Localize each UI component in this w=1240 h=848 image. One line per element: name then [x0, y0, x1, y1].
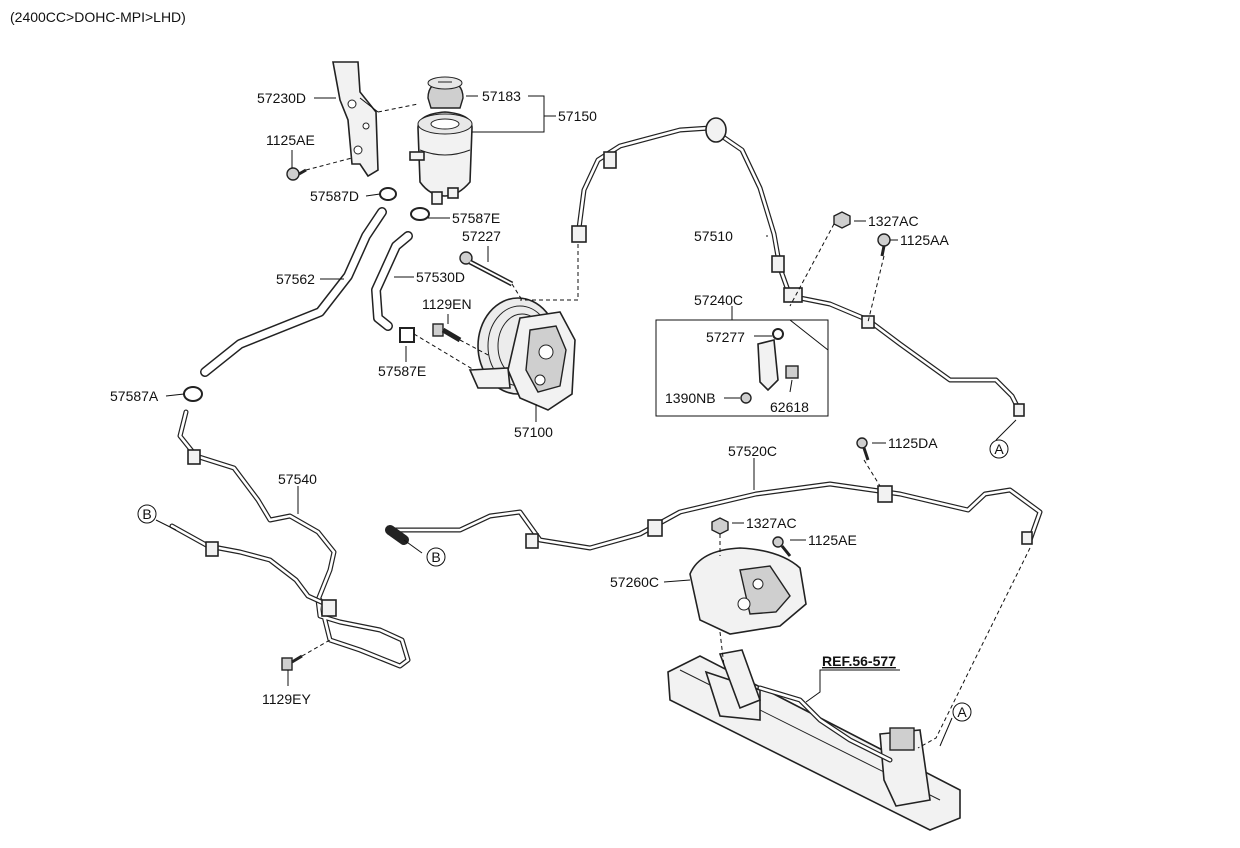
label-57587E-upper: 57587E	[452, 210, 500, 226]
label-1327AC-lower: 1327AC	[746, 515, 797, 531]
power-steering-pump	[468, 297, 576, 411]
label-1125DA: 1125DA	[888, 435, 938, 451]
label-57183: 57183	[482, 88, 521, 104]
label-57240C: 57240C	[694, 292, 743, 308]
label-57587D: 57587D	[310, 188, 359, 204]
bracket-kit-57240C-box	[655, 319, 829, 417]
label-57260C: 57260C	[610, 574, 659, 590]
pressure-pipe-to-A	[783, 287, 1025, 417]
label-57540: 57540	[278, 471, 317, 487]
steering-gear-rack	[667, 649, 961, 831]
label-57562: 57562	[276, 271, 315, 287]
clamp-57587D	[379, 187, 397, 201]
marker-B-center-label: B	[431, 549, 440, 565]
marker-A-upper-label: A	[994, 441, 1004, 457]
marker-B-center	[426, 547, 446, 567]
bolt-57227	[459, 251, 514, 287]
power-steering-reservoir	[409, 111, 473, 205]
bolt-1125AA	[877, 233, 891, 257]
pressure-hose-57510	[571, 117, 793, 299]
label-57150: 57150	[558, 108, 597, 124]
return-hose-57562	[200, 207, 387, 377]
label-1129EN: 1129EN	[422, 296, 472, 312]
label-1129EY: 1129EY	[262, 691, 311, 707]
label-57277: 57277	[706, 329, 745, 345]
marker-A-upper	[989, 439, 1009, 459]
marker-A-lower-label: A	[957, 704, 967, 720]
clamp-57587E-lower	[399, 327, 415, 343]
label-1125AE-upper: 1125AE	[266, 132, 315, 148]
return-pipe-57520C	[385, 481, 1043, 551]
reservoir-bracket	[332, 61, 379, 178]
reservoir-cap	[427, 76, 464, 109]
suction-hose-57530D	[371, 231, 413, 331]
marker-B-left-label: B	[142, 506, 151, 522]
bracket-kit-parts	[740, 328, 799, 404]
bolt-1125AE	[286, 167, 307, 181]
bolt-1129EN	[432, 323, 462, 343]
label-57227: 57227	[462, 228, 501, 244]
label-57100: 57100	[514, 424, 553, 440]
bolt-1125DA	[856, 437, 870, 461]
label-57587E-lower: 57587E	[378, 363, 426, 379]
bolt-1125AE-lower	[772, 536, 792, 557]
nut-1327AC-upper	[833, 211, 851, 229]
reference-link-56-577[interactable]: REF.56-577	[822, 653, 896, 669]
marker-A-lower	[952, 702, 972, 722]
label-57520C: 57520C	[728, 443, 777, 459]
label-57530D: 57530D	[416, 269, 465, 285]
label-57510: 57510	[694, 228, 733, 244]
label-57230D: 57230D	[257, 90, 306, 106]
return-pipe-57540	[169, 409, 411, 669]
label-1390NB: 1390NB	[665, 390, 716, 406]
label-62618: 62618	[770, 399, 809, 415]
label-1327AC-upper: 1327AC	[868, 213, 919, 229]
label-1125AA: 1125AA	[900, 232, 949, 248]
steering-cooler-57260C	[689, 547, 807, 635]
engine-spec-header: (2400CC>DOHC-MPI>LHD)	[10, 9, 186, 25]
leader-lines	[155, 95, 1031, 749]
label-1125AE-lower: 1125AE	[808, 532, 857, 548]
nut-1327AC-lower	[711, 517, 729, 535]
bolt-1129EY	[281, 654, 303, 671]
clamp-57587A	[183, 386, 203, 402]
marker-B-left	[137, 504, 157, 524]
clamp-57587E-upper	[410, 207, 430, 221]
label-57587A: 57587A	[110, 388, 159, 404]
